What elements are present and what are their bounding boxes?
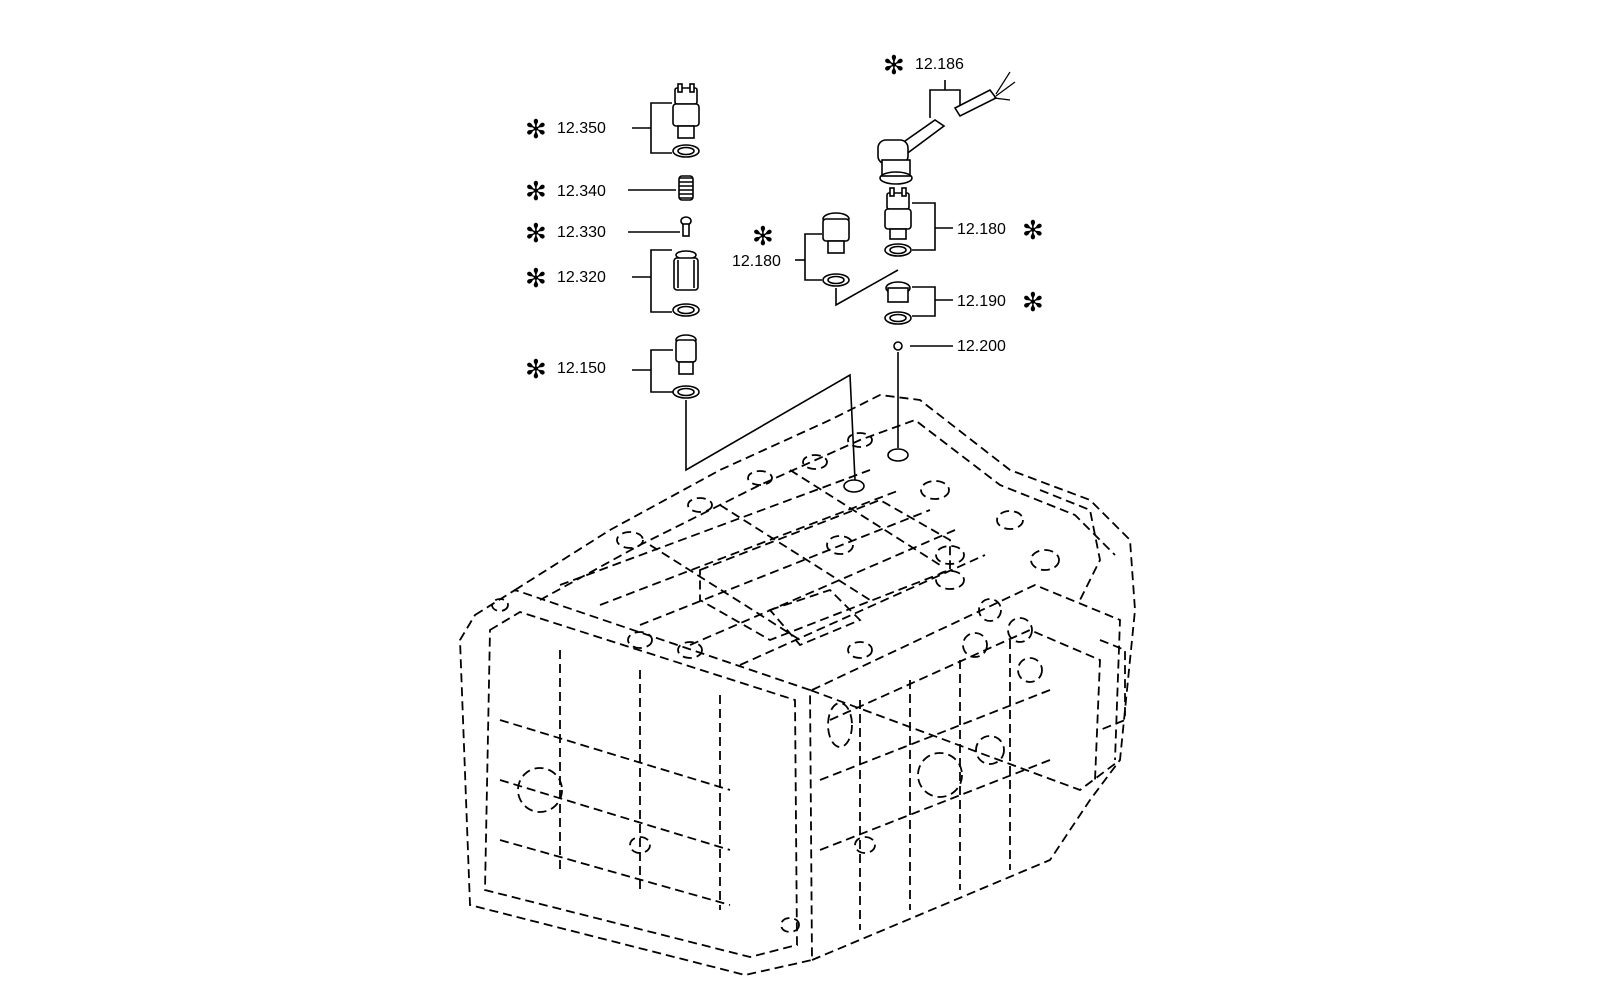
- asterisk-mark: ✻: [525, 115, 547, 145]
- callout-brackets: [628, 80, 961, 393]
- part-12330-pin: [680, 216, 692, 237]
- callout-12320: ✻ 12.320: [525, 264, 606, 294]
- part-12180-left-switch: [822, 212, 850, 287]
- callout-12200: 12.200: [957, 338, 1006, 355]
- asterisk-mark: ✻: [525, 177, 547, 207]
- part-12350-switch: [672, 83, 700, 158]
- part-12320-valve: [672, 250, 700, 317]
- part-number-12150: 12.150: [557, 360, 606, 377]
- asterisk-mark: ✻: [1022, 216, 1044, 246]
- part-number-12180-left: 12.180: [732, 253, 781, 270]
- asterisk-mark: ✻: [752, 222, 774, 252]
- leader-12150: [685, 373, 856, 481]
- asterisk-mark: ✻: [525, 355, 547, 385]
- callout-12186: ✻ 12.186: [883, 51, 964, 81]
- part-number-12330: 12.330: [557, 224, 606, 241]
- callout-12330: ✻ 12.330: [525, 219, 606, 249]
- callout-12350: ✻ 12.350: [525, 115, 606, 145]
- part-number-12320: 12.320: [557, 269, 606, 286]
- asterisk-mark: ✻: [883, 51, 905, 81]
- asterisk-mark: ✻: [525, 219, 547, 249]
- callout-12180-right: 12.180 ✻: [957, 216, 1044, 246]
- part-12200-ball: [893, 341, 903, 351]
- part-12180-right-switch: [884, 187, 912, 257]
- part-number-12200: 12.200: [957, 338, 1006, 355]
- callout-12180-left: ✻ 12.180: [732, 222, 781, 270]
- part-12190-plug: [884, 281, 912, 325]
- part-12186-cable: [877, 71, 1016, 185]
- part-12150-switch: [672, 334, 700, 399]
- port-12200: [887, 448, 909, 462]
- part-number-12186: 12.186: [915, 56, 964, 73]
- transmission-housing: [459, 394, 1136, 976]
- part-number-12340: 12.340: [557, 183, 606, 200]
- port-12150: [843, 479, 865, 493]
- part-number-12180-right: 12.180: [957, 221, 1006, 238]
- asterisk-mark: ✻: [525, 264, 547, 294]
- part-number-12190: 12.190: [957, 293, 1006, 310]
- callout-12150: ✻ 12.150: [525, 355, 606, 385]
- callout-12190: 12.190 ✻: [957, 288, 1044, 318]
- part-number-12350: 12.350: [557, 120, 606, 137]
- callout-12340: ✻ 12.340: [525, 177, 606, 207]
- part-12340-spring: [678, 175, 694, 201]
- asterisk-mark: ✻: [1022, 288, 1044, 318]
- leader-12180-link: [835, 269, 899, 307]
